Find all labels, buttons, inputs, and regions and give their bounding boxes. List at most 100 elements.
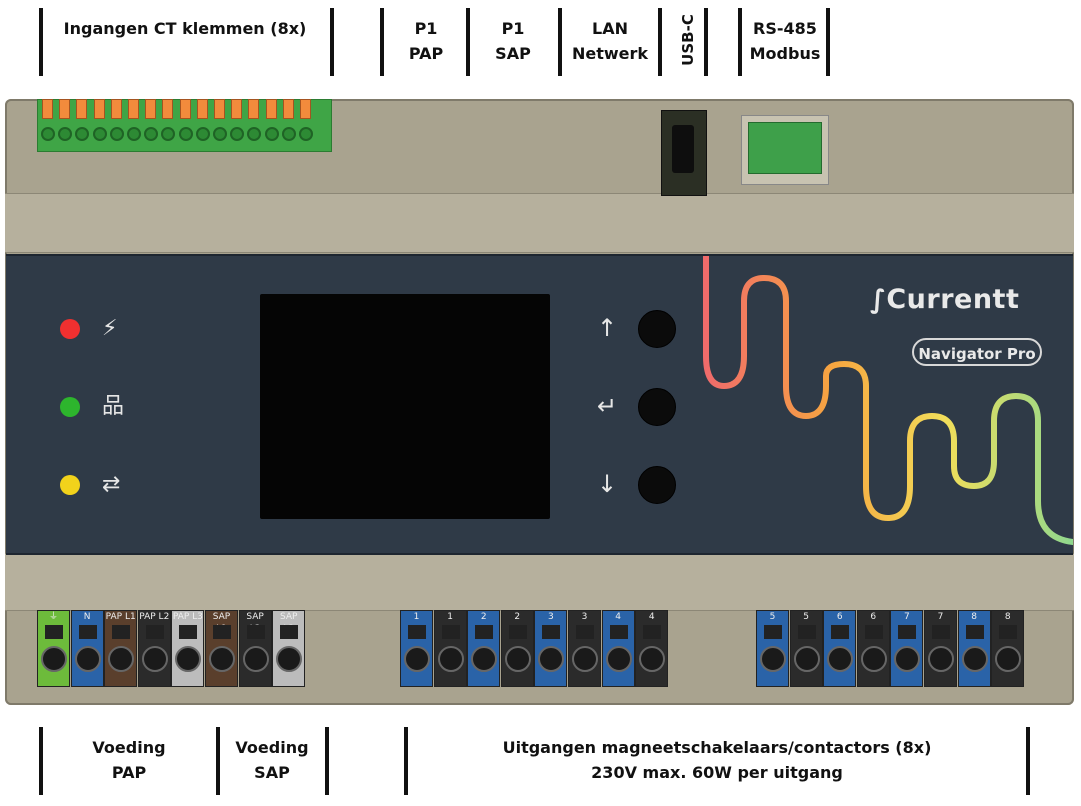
nav-button-enter[interactable] (638, 388, 676, 426)
terminal-screw[interactable] (995, 646, 1022, 672)
terminal[interactable]: 4 (601, 610, 635, 687)
terminal-screw[interactable] (276, 646, 303, 672)
usb-c-port[interactable] (661, 110, 707, 196)
terminal-screw[interactable] (793, 646, 820, 672)
terminal[interactable]: 5 (756, 610, 789, 687)
terminal[interactable]: 6 (823, 610, 857, 687)
terminal-screw[interactable] (175, 646, 202, 672)
brand-wave-icon: ∫ (870, 285, 887, 315)
terminal-screw[interactable] (242, 646, 269, 672)
label-outputs-line2: 230V max. 60W per uitgang (591, 763, 843, 782)
ct-wire-hole (299, 127, 313, 141)
terminal-screw[interactable] (605, 646, 632, 672)
nav-button-up[interactable] (638, 310, 676, 348)
terminal-screw[interactable] (41, 646, 67, 672)
terminal[interactable]: SAP L3 (272, 610, 306, 687)
terminal[interactable]: 7 (890, 610, 924, 687)
ct-release-tab[interactable] (162, 99, 174, 119)
ct-release-tab[interactable] (282, 99, 294, 119)
terminal[interactable]: 8 (991, 610, 1025, 687)
ct-release-tab[interactable] (196, 99, 208, 119)
terminal[interactable]: 3 (568, 610, 601, 687)
terminal-screw[interactable] (538, 646, 565, 672)
terminal-label: 8 (971, 612, 977, 622)
terminal[interactable]: 1 (400, 610, 433, 687)
terminal[interactable]: 1 (433, 610, 467, 687)
ct-release-tab[interactable] (214, 99, 225, 119)
terminal[interactable]: SAP L2 (238, 610, 272, 687)
terminal[interactable]: 5 (789, 610, 823, 687)
arrow-down-icon: ↓ (597, 470, 618, 498)
label-p1-pap-line1: P1 (414, 19, 438, 38)
terminal-label: ⏚ (48, 612, 58, 622)
ct-release-tab[interactable] (231, 99, 243, 119)
ct-release-tab[interactable] (128, 99, 139, 119)
terminal-screw[interactable] (572, 646, 598, 672)
ct-release-tab[interactable] (42, 99, 53, 119)
terminal-label: 1 (447, 612, 453, 622)
terminal-screw[interactable] (894, 646, 921, 672)
terminal-screw[interactable] (827, 646, 854, 672)
ct-release-tab[interactable] (110, 99, 122, 119)
ct-release-tab[interactable] (179, 99, 191, 119)
terminal[interactable]: 6 (856, 610, 890, 687)
terminal[interactable]: 4 (635, 610, 669, 687)
terminal-screw[interactable] (961, 646, 988, 672)
terminal-screw[interactable] (928, 646, 954, 672)
label-p1-pap: P1 PAP (385, 16, 467, 66)
rs485-port[interactable] (741, 115, 829, 185)
terminal[interactable]: PAP L2 (137, 610, 171, 687)
terminal[interactable]: 2 (467, 610, 501, 687)
ct-wire-hole (144, 127, 159, 141)
terminal-label: 5 (769, 612, 776, 622)
divider-bar (39, 727, 43, 795)
terminal-slot (408, 625, 426, 639)
divider-bar (738, 8, 742, 76)
ct-release-tab[interactable] (93, 99, 105, 119)
terminal-screw[interactable] (639, 646, 666, 672)
terminal-screw[interactable] (108, 646, 135, 672)
terminal[interactable]: 7 (924, 610, 957, 687)
nav-button-down[interactable] (638, 466, 676, 504)
ct-release-tab[interactable] (248, 99, 260, 119)
terminal-slot (78, 625, 97, 639)
ct-wire-hole (92, 127, 107, 141)
terminal-screw[interactable] (141, 646, 168, 672)
terminal-screw[interactable] (471, 646, 498, 672)
terminal[interactable]: 2 (500, 610, 534, 687)
terminal[interactable]: PAP L3 (171, 610, 205, 687)
transfer-icon: ⇄ (102, 472, 121, 497)
label-usbc: USB-C (679, 14, 697, 66)
terminal[interactable]: ⏚ (37, 610, 70, 687)
divider-bar (216, 727, 220, 795)
terminal[interactable]: 3 (534, 610, 568, 687)
ct-release-tab[interactable] (300, 99, 311, 119)
terminal-slot (45, 625, 63, 639)
label-p1-sap: P1 SAP (471, 16, 555, 66)
terminal-screw[interactable] (209, 646, 235, 672)
terminal-screw[interactable] (74, 646, 101, 672)
terminal-slot (475, 625, 494, 639)
terminal[interactable]: SAP L1 (205, 610, 238, 687)
terminal-screw[interactable] (860, 646, 887, 672)
terminal-screw[interactable] (404, 646, 430, 672)
ct-release-tab[interactable] (265, 99, 277, 119)
terminal-slot (280, 625, 299, 639)
ct-release-tab[interactable] (145, 99, 157, 119)
terminal-screw[interactable] (504, 646, 531, 672)
ct-release-tab[interactable] (59, 99, 71, 119)
wave-line (703, 256, 1073, 545)
ct-wire-hole (247, 127, 262, 141)
terminal[interactable]: N (70, 610, 104, 687)
terminal[interactable]: 8 (957, 610, 991, 687)
terminal[interactable]: PAP L1 (104, 610, 138, 687)
ct-wire-hole (178, 127, 193, 141)
divider-bar (1026, 727, 1030, 795)
label-lan-line2: Netwerk (571, 44, 649, 63)
terminal-label: 3 (581, 612, 588, 622)
ct-release-tab[interactable] (76, 99, 88, 119)
terminal-screw[interactable] (760, 646, 786, 672)
terminal-label: 7 (904, 612, 910, 622)
terminal-label: 7 (937, 612, 944, 622)
terminal-screw[interactable] (437, 646, 464, 672)
